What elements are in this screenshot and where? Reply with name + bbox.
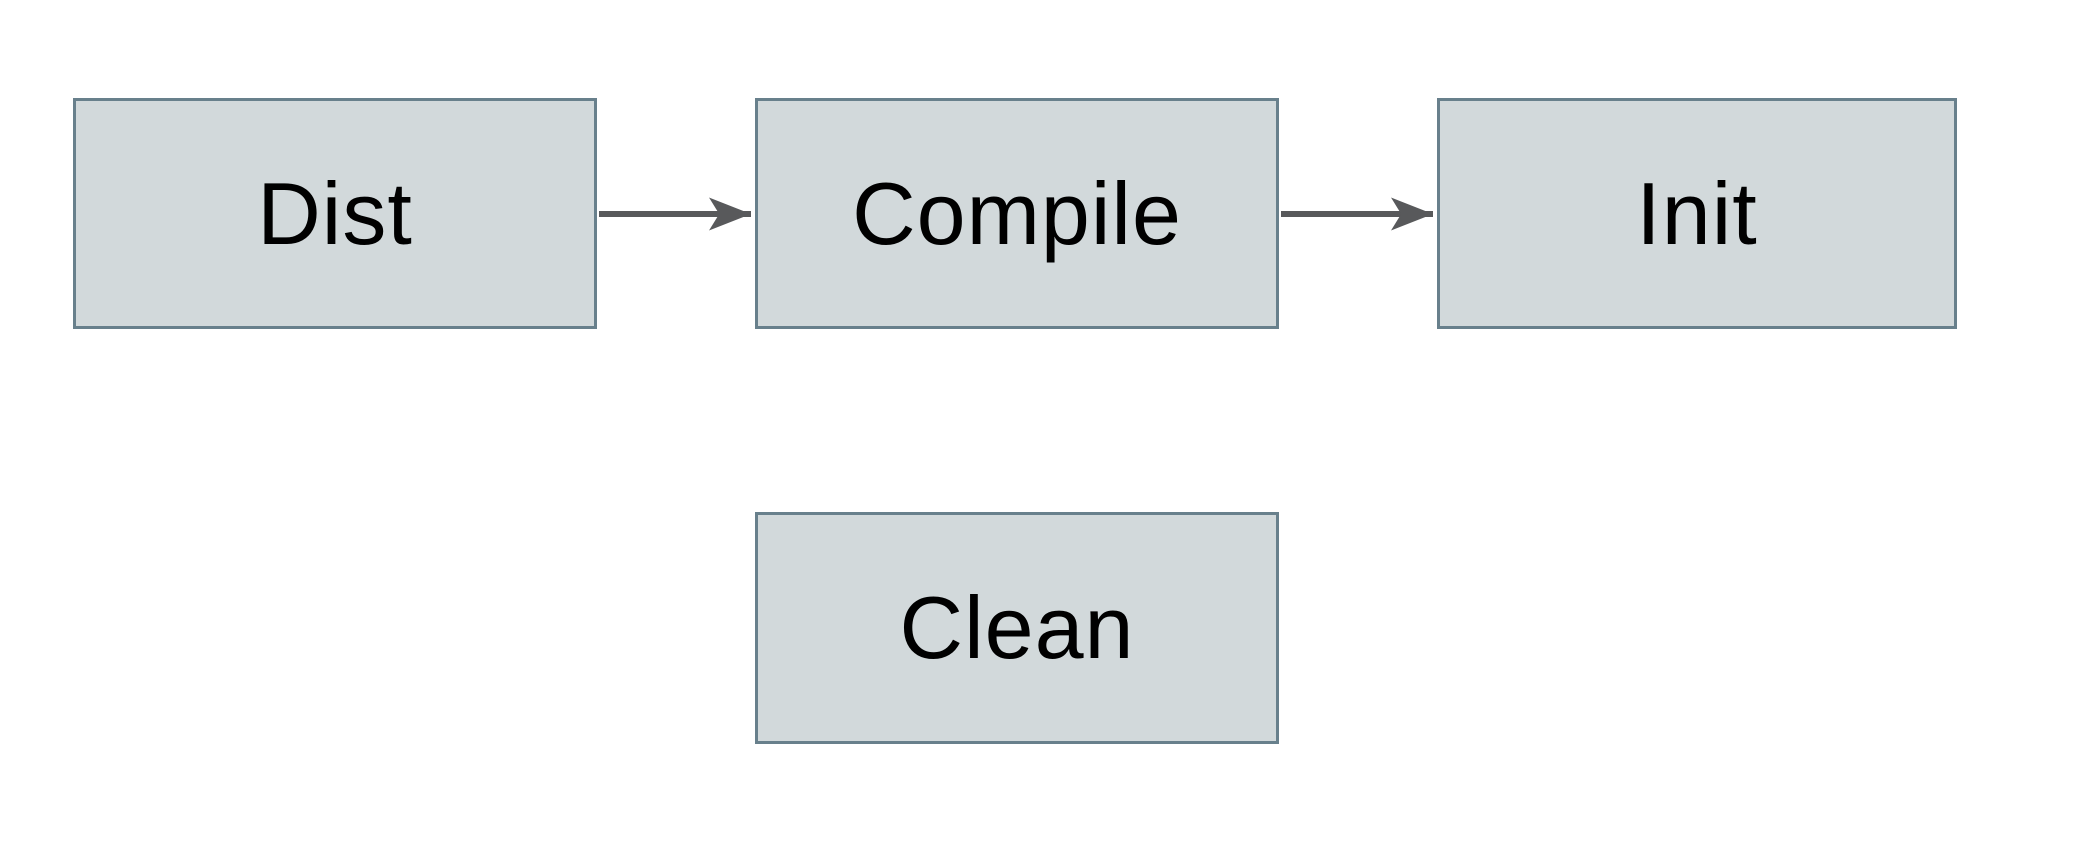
node-dist: Dist [73, 98, 597, 329]
node-dist-label: Dist [257, 163, 413, 263]
node-compile-label: Compile [852, 163, 1182, 263]
node-init: Init [1437, 98, 1957, 329]
node-clean-label: Clean [899, 578, 1135, 677]
node-init-label: Init [1636, 163, 1758, 263]
node-clean: Clean [755, 512, 1279, 744]
node-compile: Compile [755, 98, 1279, 329]
